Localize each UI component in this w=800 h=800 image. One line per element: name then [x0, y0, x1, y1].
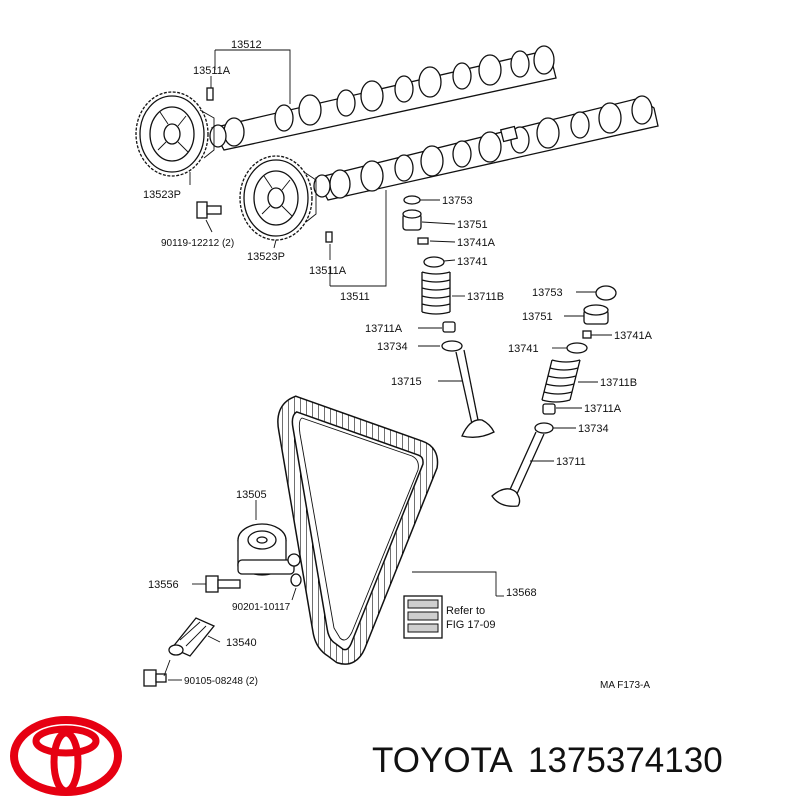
- label-13711A-a: 13711A: [365, 323, 403, 335]
- toyota-logo: [10, 716, 122, 796]
- label-13505: 13505: [236, 489, 267, 501]
- label-90105: 90105-08248 (2): [184, 676, 258, 687]
- washer: [290, 573, 302, 587]
- label-13741-b: 13741: [508, 343, 539, 355]
- brand-name: TOYOTA: [372, 741, 513, 780]
- label-13751-b: 13751: [522, 311, 553, 323]
- label-13753-b: 13753: [532, 287, 563, 299]
- label-13523P-top: 13523P: [143, 189, 181, 201]
- label-13511: 13511: [340, 291, 370, 303]
- label-13711A-b: 13711A: [584, 403, 622, 415]
- label-13568: 13568: [506, 587, 537, 599]
- label-13523P-bottom: 13523P: [247, 251, 285, 263]
- label-13511A-bottom: 13511A: [309, 265, 347, 277]
- label-13711B-b: 13711B: [600, 377, 637, 389]
- label-13741-a: 13741: [457, 256, 488, 268]
- label-13734-b: 13734: [578, 423, 609, 435]
- camshaft-upper: [209, 45, 557, 151]
- figure-code: MA F173-A: [600, 680, 650, 691]
- label-90201: 90201-10117: [232, 602, 291, 613]
- label-13711: 13711: [556, 456, 586, 468]
- cam-sprocket-upper: [135, 91, 215, 177]
- label-13511A-top: 13511A: [193, 65, 231, 77]
- valve-assembly-b: [491, 285, 617, 507]
- label-13741A-a: 13741A: [457, 237, 496, 249]
- label-90119: 90119-12212 (2): [161, 238, 234, 249]
- valve-assembly-a: [402, 195, 495, 438]
- timing-belt: [277, 395, 439, 665]
- spring-bolt: [143, 659, 171, 687]
- knock-pin-upper: [206, 87, 214, 101]
- sprocket-bolt: [196, 201, 222, 219]
- label-13715: 13715: [391, 376, 422, 388]
- camshaft-lower: [313, 95, 659, 201]
- label-13512: 13512: [231, 39, 262, 51]
- cam-sprocket-lower: [239, 155, 317, 241]
- tensioner-bolt: [205, 575, 241, 593]
- refer-text-line1: Refer to: [446, 605, 485, 617]
- label-13753-a: 13753: [442, 195, 473, 207]
- knock-pin-lower: [325, 231, 333, 243]
- refer-text-line2: FIG 17-09: [446, 619, 496, 631]
- label-13741A-b: 13741A: [614, 330, 653, 342]
- belt-reference-icon: [403, 595, 443, 639]
- label-13751-a: 13751: [457, 219, 488, 231]
- tension-spring: [168, 617, 216, 657]
- part-number: 1375374130: [528, 741, 723, 780]
- label-13540: 13540: [226, 637, 257, 649]
- label-13711B-a: 13711B: [467, 291, 504, 303]
- label-13556: 13556: [148, 579, 179, 591]
- label-13734-a: 13734: [377, 341, 408, 353]
- belt-tensioner: [237, 523, 301, 576]
